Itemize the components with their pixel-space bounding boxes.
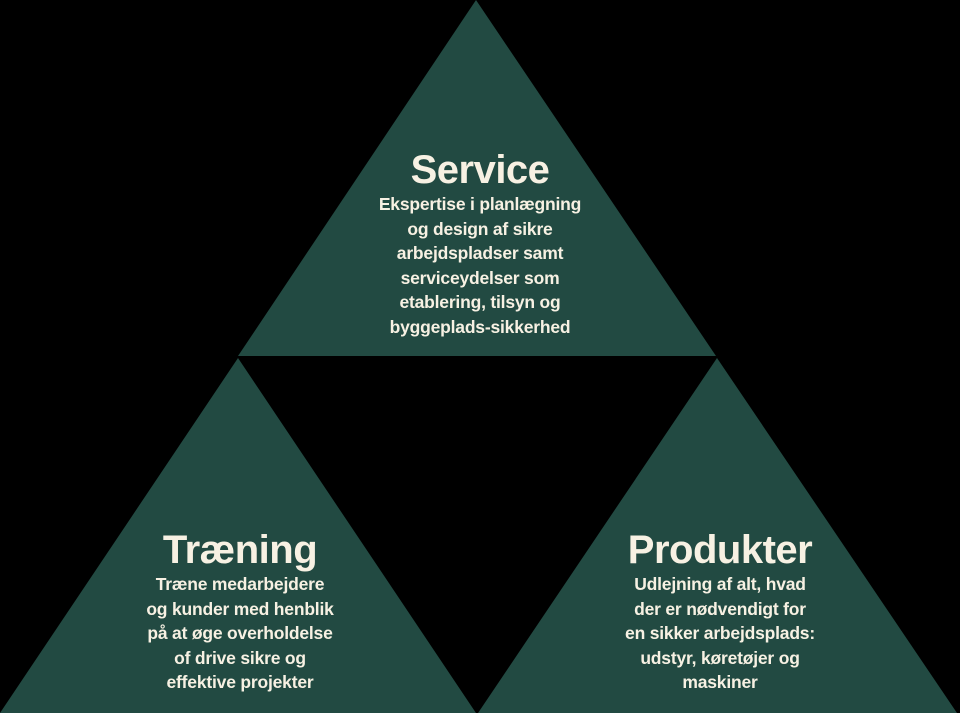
produkter-title: Produkter [627,528,813,572]
produkter-line: der er nødvendigt for [634,598,806,619]
produkter-block: Produkter Udlejning af alt, hvad der er … [560,528,880,695]
service-block: Service Ekspertise i planlægning og desi… [330,148,630,340]
service-line: og design af sikre [407,218,553,239]
produkter-description: Udlejning af alt, hvad der er nødvendigt… [560,572,880,695]
traening-line: og kunder med henblik [146,598,334,619]
produkter-line: en sikker arbejdsplads: [625,623,815,644]
service-line: arbejdspladser samt [396,243,564,264]
service-line: etablering, tilsyn og [399,292,561,313]
service-line: serviceydelser som [400,267,560,288]
triangle-traening [0,358,476,713]
triangle-service [238,0,716,356]
service-line: byggeplads-sikkerhed [389,316,571,337]
triangle-produkter [478,358,957,713]
produkter-line: maskiner [682,672,758,693]
service-description: Ekspertise i planlægning og design af si… [330,192,630,340]
traening-block: Træning Træne medarbejdere og kunder med… [80,528,400,695]
traening-line: of drive sikre og [174,647,306,668]
produkter-line: udstyr, køretøjer og [640,647,800,668]
traening-line: effektive projekter [166,672,314,693]
traening-description: Træne medarbejdere og kunder med henblik… [80,572,400,695]
service-title: Service [410,148,550,192]
service-line: Ekspertise i planlægning [378,194,582,214]
traening-title: Træning [162,528,318,572]
produkter-line: Udlejning af alt, hvad [634,574,806,594]
traening-line: på at øge overholdelse [147,623,333,644]
traening-line: Træne medarbejdere [155,574,325,594]
